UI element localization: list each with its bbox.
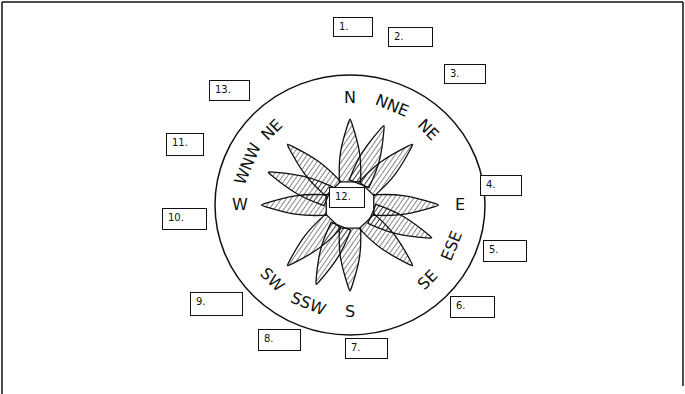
compass-direction: NNE <box>372 92 411 121</box>
frame-line <box>2 1 683 3</box>
answer-box: 12. <box>329 187 365 208</box>
compass-direction: SW <box>257 265 288 296</box>
compass-direction: NE <box>414 115 442 143</box>
frame-line <box>682 2 684 386</box>
star-petal <box>359 144 412 196</box>
answer-box: 10. <box>162 208 207 230</box>
callout-number: 9. <box>196 296 206 307</box>
compass-direction: WNW <box>232 140 264 188</box>
answer-box: 3. <box>444 64 486 84</box>
compass-direction: SE <box>414 267 441 294</box>
callout-number: 3. <box>450 68 460 79</box>
answer-box: 9. <box>190 292 243 316</box>
callout-number: 7. <box>351 342 361 353</box>
answer-box: 8. <box>258 329 301 351</box>
answer-box: 2. <box>388 27 433 47</box>
callout-number: 13. <box>215 84 231 95</box>
answer-box: 4. <box>480 175 522 196</box>
star-petal <box>287 214 340 266</box>
callout-number: 2. <box>394 31 404 42</box>
answer-box: 11. <box>166 133 204 156</box>
callout-number: 10. <box>168 212 184 223</box>
compass-circle <box>215 75 485 335</box>
compass-direction: ESE <box>438 228 465 264</box>
compass-direction: W <box>231 197 249 213</box>
callout-number: 1. <box>339 21 349 32</box>
answer-box: 13. <box>209 80 250 101</box>
callout-number: 11. <box>172 137 188 148</box>
answer-box: 5. <box>483 240 527 262</box>
compass-direction: N <box>343 90 357 106</box>
compass-direction: S <box>344 304 356 320</box>
callout-number: 5. <box>489 244 499 255</box>
callout-number: 6. <box>456 300 466 311</box>
compass-star <box>262 119 439 291</box>
compass-direction: E <box>454 197 466 213</box>
callout-number: 12. <box>335 191 351 202</box>
answer-box: 6. <box>450 296 495 318</box>
compass-direction: SSW <box>287 289 328 318</box>
answer-box: 1. <box>333 17 373 37</box>
star-petal <box>359 214 412 266</box>
compass-direction: NE <box>258 115 286 143</box>
callout-number: 4. <box>486 179 496 190</box>
frame-line <box>1 2 3 394</box>
answer-box: 7. <box>345 338 388 359</box>
callout-number: 8. <box>264 333 274 344</box>
